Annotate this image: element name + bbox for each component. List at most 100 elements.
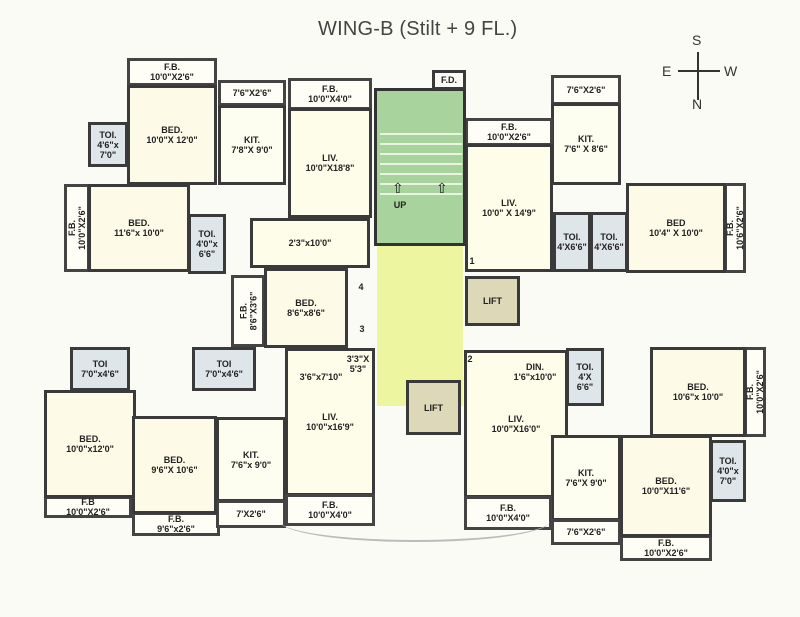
room-label: 7'6"X2'6" xyxy=(233,88,272,98)
room-dimensions: 4'X6'6" xyxy=(594,242,624,252)
room-label: F.B.10'6"X2'6" xyxy=(725,206,745,250)
room-label: F.B.10'0"X2'6" xyxy=(745,370,765,414)
room-name: DIN. xyxy=(525,362,544,372)
room-label: 7'6"X2'6" xyxy=(567,527,606,537)
room-label: 3'3"X 5'3" xyxy=(340,354,376,374)
room-bl-fb2: F.B.9'6"x2'6" xyxy=(132,512,220,536)
room-br-toi2: TOI.4'0"x 7'0" xyxy=(710,440,746,502)
compass-ns-line xyxy=(697,52,699,100)
room-br-kit: KIT.7'6"X 9'0" xyxy=(551,435,621,521)
room-dimensions: 10'4" X 10'0" xyxy=(649,228,703,238)
room-label: F.B.10'0"X2'6" xyxy=(67,206,87,250)
room-label: TOI.4'X6'6" xyxy=(557,232,587,252)
room-dimensions: 10'0"X2'6" xyxy=(644,548,688,558)
room-label: 7'6"X2'6" xyxy=(567,85,606,95)
room-dimensions: 10'6"X2'6" xyxy=(735,206,746,250)
room-name: BED. xyxy=(161,125,183,135)
room-label: F.B.10'0"X4'0" xyxy=(308,84,352,104)
room-label: BED.8'6"x8'6" xyxy=(287,298,325,318)
room-label: KIT.7'6"X 9'0" xyxy=(565,468,606,488)
room-dimensions: 10'0"X2'6" xyxy=(77,206,88,250)
flat-number-1: 1 xyxy=(469,256,475,266)
room-tr-kit: KIT.7'6" X 8'6" xyxy=(551,103,621,185)
lift-lobby xyxy=(377,246,463,406)
room-br-toi1: TOI.4'X 6'6" xyxy=(566,348,604,406)
room-dimensions: 10'0"X16'0" xyxy=(491,424,541,434)
room-br-bed2: BED.10'0"X11'6" xyxy=(620,435,712,537)
room-tl-bed1: BED.10'0"X 12'0" xyxy=(127,85,217,185)
room-dimensions: 10'0"x12'0" xyxy=(66,444,114,454)
room-name: TOI. xyxy=(719,456,737,466)
flat-number-4: 4 xyxy=(358,282,364,292)
up-arrow-icon: ⇧ xyxy=(392,180,404,196)
room-dimensions: 10'0"X4'0" xyxy=(308,94,352,104)
room-dimensions: 10'6"x 10'0" xyxy=(672,392,724,402)
room-tr-liv-fb: F.B.10'0"X2'6" xyxy=(465,118,553,146)
room-name: TOI. xyxy=(198,229,216,239)
flat-number-2: 2 xyxy=(467,354,473,364)
room-dimensions: 4'6"x 7'0" xyxy=(97,139,119,160)
room-label: TOI.4'0"x 6'6" xyxy=(191,229,223,259)
room-dimensions: 11'6"x 10'0" xyxy=(114,228,164,238)
room-tl-liv: LIV.10'0"X18'8" xyxy=(288,108,372,218)
room-bl-dining: 3'6"x7'10" xyxy=(285,368,357,386)
room-tr-fb-side: F.B.10'6"X2'6" xyxy=(724,183,746,273)
room-bl-kit-fb: 7'X2'6" xyxy=(216,500,286,528)
flat-number-3: 3 xyxy=(359,324,365,334)
room-name: LIV. xyxy=(322,153,338,163)
room-tl-fb-side: F.B.10'0"X2'6" xyxy=(64,184,90,272)
room-dimensions: 7'6"X2'6" xyxy=(566,85,606,95)
room-dimensions: 3'6"x7'10" xyxy=(299,372,343,382)
room-dimensions: 10'0" X 14'9" xyxy=(482,208,536,218)
compass-north-label: N xyxy=(692,96,703,112)
lift-b: LIFT xyxy=(406,380,461,435)
room-name: F.B. xyxy=(657,538,674,548)
room-tl-kit: KIT.7'8"X 9'0" xyxy=(218,105,286,185)
room-dimensions: 10'0"X11'6" xyxy=(641,486,691,496)
room-name: BED. xyxy=(128,218,150,228)
room-label: F.B.10'0"X2'6" xyxy=(644,538,688,558)
room-bl-passage: 3'3"X 5'3" xyxy=(340,352,376,376)
room-label: LIV.10'0"x16'9" xyxy=(306,412,354,432)
compass-rose: S E W N xyxy=(660,30,750,120)
room-label: BED.10'0"x12'0" xyxy=(66,434,114,454)
up-arrow-icon: ⇧ xyxy=(436,180,448,196)
room-dimensions: 3'3"X 5'3" xyxy=(346,354,370,374)
room-name: BED. xyxy=(687,382,709,392)
room-dimensions: 7'0"x4'6" xyxy=(205,369,243,379)
compass-west-label: W xyxy=(724,63,738,79)
room-br-fb-side: F.B.10'0"X2'6" xyxy=(744,347,766,437)
room-tl-dining: 2'3"x10'0" xyxy=(250,218,370,268)
compass-south-label: S xyxy=(692,32,702,48)
room-name: TOI. xyxy=(563,232,581,242)
room-tl-bed3: BED.8'6"x8'6" xyxy=(264,268,348,348)
room-label: LIV.10'0"X16'0" xyxy=(492,414,541,434)
room-dimensions: 10'0"X2'6" xyxy=(487,132,531,142)
room-dimensions: 7'6"X2'6" xyxy=(566,527,606,537)
room-tl-fb-small: F.B.8'6"X3'6" xyxy=(231,275,265,347)
room-name: F.B. xyxy=(167,514,184,524)
room-name: LIV. xyxy=(501,198,517,208)
room-dimensions: 4'0"x 6'6" xyxy=(196,239,218,259)
room-name: TOI. xyxy=(576,362,594,372)
room-dimensions: 8'6"X3'6" xyxy=(248,291,258,331)
room-name: TOI xyxy=(216,359,232,369)
room-dimensions: 7'X2'6" xyxy=(236,509,266,519)
stair-up-label: UP xyxy=(393,200,407,210)
front-curve-line xyxy=(280,500,550,542)
room-label: TOI.4'6"x 7'0" xyxy=(91,130,125,160)
room-dimensions: 10'0"x16'9" xyxy=(306,422,354,432)
room-label: LIV.10'0" X 14'9" xyxy=(482,198,536,218)
room-label: DIN.1'6"x10'0" xyxy=(514,362,557,382)
room-name: BED. xyxy=(79,434,101,444)
room-label: BED.10'0"X 12'0" xyxy=(146,125,197,145)
room-br-din: DIN.1'6"x10'0" xyxy=(506,356,564,388)
room-dimensions: 7'6" X 8'6" xyxy=(564,144,608,154)
room-dimensions: 8'6"x8'6" xyxy=(287,308,325,318)
room-dimensions: 10'0"X18'8" xyxy=(305,163,355,173)
